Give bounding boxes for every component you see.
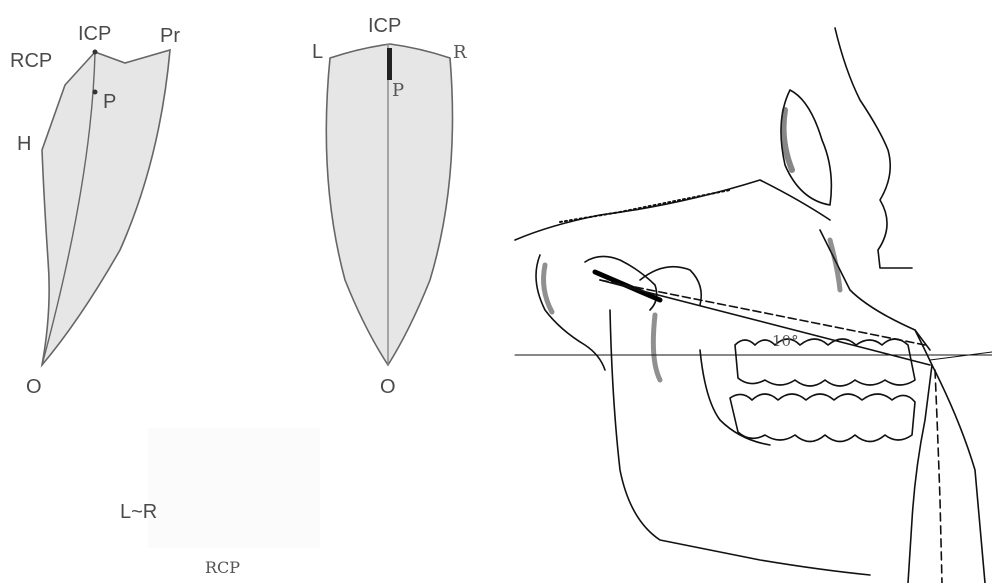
dashed-plane-line <box>600 280 925 345</box>
mandible-inner <box>700 350 770 445</box>
orbit <box>781 90 831 205</box>
mandible-shading <box>653 315 660 380</box>
lip-line <box>932 365 985 583</box>
frontal-envelope-shape <box>326 44 452 365</box>
icp-point <box>93 50 98 55</box>
lower-teeth <box>730 394 915 442</box>
label-icp: ICP <box>78 23 111 45</box>
caption-rcp: RCP <box>205 558 240 577</box>
label-o-frontal: O <box>380 376 396 398</box>
zygomatic-stipple <box>560 190 730 222</box>
label-h: H <box>17 133 31 155</box>
caption-lr: L~R <box>120 501 157 523</box>
label-p-frontal: P <box>392 80 404 101</box>
angle-label: 10° <box>772 332 799 350</box>
occlusal-plane-line <box>600 280 930 365</box>
mandible-ramus <box>610 310 870 575</box>
label-pr: Pr <box>160 25 180 47</box>
maxilla-shading <box>830 240 840 290</box>
skull-illustration <box>515 28 992 583</box>
face-line <box>930 352 992 360</box>
faint-caption-panel <box>148 428 320 548</box>
maxilla-outline <box>820 230 930 350</box>
frontal-envelope: ICP L R P O <box>312 15 467 398</box>
icp-to-p-bar <box>387 48 392 80</box>
tmj-shading <box>544 265 552 312</box>
zygomatic-arch <box>515 180 830 240</box>
label-l: L <box>312 41 323 63</box>
chin-dashed <box>935 370 942 583</box>
label-o: O <box>26 376 42 398</box>
sagittal-envelope: RCP ICP Pr P H O <box>10 23 180 398</box>
nasal-contour <box>835 28 912 268</box>
label-p: P <box>103 91 116 113</box>
incisors-and-chin <box>908 330 932 583</box>
label-rcp: RCP <box>10 50 52 72</box>
label-r: R <box>453 42 467 63</box>
p-point <box>93 90 98 95</box>
label-icp-frontal: ICP <box>368 15 401 37</box>
upper-teeth <box>735 339 915 386</box>
condyle-fossa <box>640 267 701 305</box>
